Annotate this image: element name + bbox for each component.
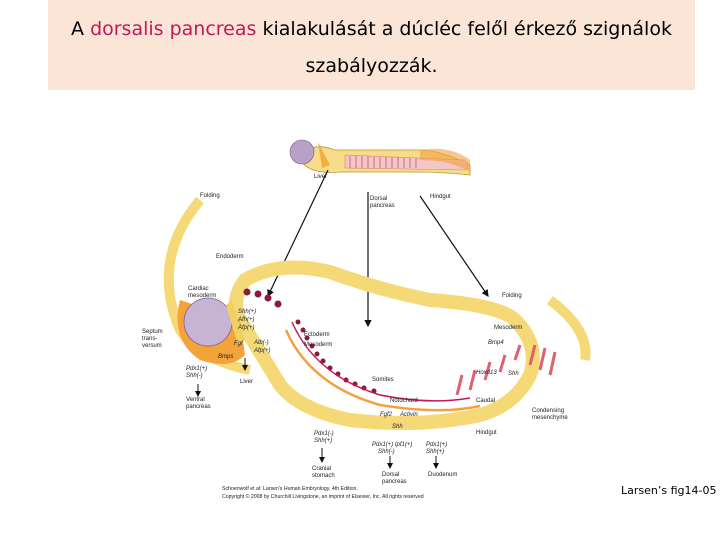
copyright-line-2: Copyright © 2008 by Churchill Livingston… (222, 493, 424, 500)
label-fgf2: Fgf2 (380, 412, 393, 418)
label-dorsal-pancreas-2: pancreas (370, 203, 395, 209)
label-shh-plus-3: Shh(+) (426, 449, 444, 455)
label-septum-1: Septum (142, 329, 163, 335)
label-shh-minus-3: Shh(-) (378, 449, 395, 455)
label-pdx1-plus-3: Pdx1(+) (426, 442, 447, 448)
somite-dots (295, 319, 377, 394)
copyright-line-1: Schoenwolf et al: Larsen's Human Embryol… (222, 486, 358, 492)
label-alb-minus: Alb(-) (253, 340, 269, 346)
label-somites: Somites (372, 377, 394, 383)
label-cardiac-1: Cardiac (188, 286, 209, 292)
label-liver-top: Liver (314, 174, 327, 180)
arrow-right (419, 195, 489, 297)
title-prefix: A (71, 18, 91, 40)
label-pdx1-minus: Pdx1(-) (314, 431, 334, 437)
label-cranial-1: Cranial (312, 466, 331, 472)
label-liver-bottom: Liver (240, 379, 253, 385)
label-cardiac-2: mesoderm (188, 293, 216, 299)
label-ectoderm: Ectoderm (304, 332, 330, 338)
label-bmps: Bmps (218, 354, 233, 360)
title-highlight: dorsalis pancreas (90, 18, 257, 40)
label-duodenum: Duodenum (428, 472, 457, 478)
label-fgf: Fgf (234, 341, 244, 347)
label-activin: Activin (399, 412, 418, 418)
label-afh-plus: Afh(+) (237, 317, 255, 323)
label-hindgut-top: Hindgut (430, 194, 451, 200)
label-cranial-2: stomach (312, 473, 335, 479)
label-endoderm: Endoderm (216, 254, 244, 260)
label-hoxd13: Hoxd13 (476, 370, 497, 376)
figure-credit: Larsen’s fig14-05 (621, 484, 717, 497)
label-afp-plus: Afp(+) (237, 325, 255, 331)
label-shh-minus: Shh(-) (186, 373, 203, 379)
label-shh-right: Shh (508, 371, 519, 377)
label-ventral-1: Ventral (186, 397, 205, 403)
label-hindgut-bottom: Hindgut (476, 430, 497, 436)
condensing-mesenchyme-dashes (455, 344, 557, 396)
title-suffix: kialakulását a dúcléc felől érkező szign… (256, 18, 672, 40)
label-folding-right: Folding (502, 293, 522, 299)
label-mesoderm-right: Mesoderm (494, 325, 522, 331)
bottom-arrows (195, 358, 439, 469)
label-dorsal-bottom-2: pancreas (382, 479, 407, 485)
label-pdx1-plus: Pdx1(+) (186, 366, 207, 372)
label-dorsal-bottom-1: Dorsal (382, 472, 399, 478)
mesoderm-line (284, 329, 481, 412)
label-shh-mid: Shh (392, 424, 403, 430)
label-condensing-1: Condensing (532, 408, 564, 414)
arrow-left (267, 169, 329, 298)
label-folding-left: Folding (200, 193, 220, 199)
slide-title-line-2: szabályozzák. (305, 55, 438, 77)
notochord-line (291, 321, 471, 402)
label-septum-3: versum (142, 343, 162, 349)
label-dorsal-pancreas-1: Dorsal (370, 196, 387, 202)
label-shh-plus: Shh(+) (238, 309, 256, 315)
label-condensing-2: mesenchyme (532, 415, 568, 421)
top-embryo (289, 139, 471, 176)
label-septum-2: trans- (142, 336, 157, 342)
label-ventral-2: pancreas (186, 404, 211, 410)
label-pdx-ipf: Pdx1(+) Ipf1(+) (372, 442, 412, 448)
cardiac-region (177, 288, 282, 364)
label-caudal: Caudal (476, 398, 495, 404)
title-box: A dorsalis pancreas kialakulását a dúclé… (48, 0, 695, 90)
slide-title-line-1: A dorsalis pancreas kialakulását a dúclé… (48, 18, 695, 40)
label-mesoderm-mid: Mesoderm (304, 342, 332, 348)
label-notochord: Notochord (390, 398, 418, 404)
label-shh-plus-2: Shh(+) (314, 438, 332, 444)
label-bmp4: Bmp4 (488, 340, 504, 346)
label-afp-plus-2: Afp(+) (253, 348, 271, 354)
